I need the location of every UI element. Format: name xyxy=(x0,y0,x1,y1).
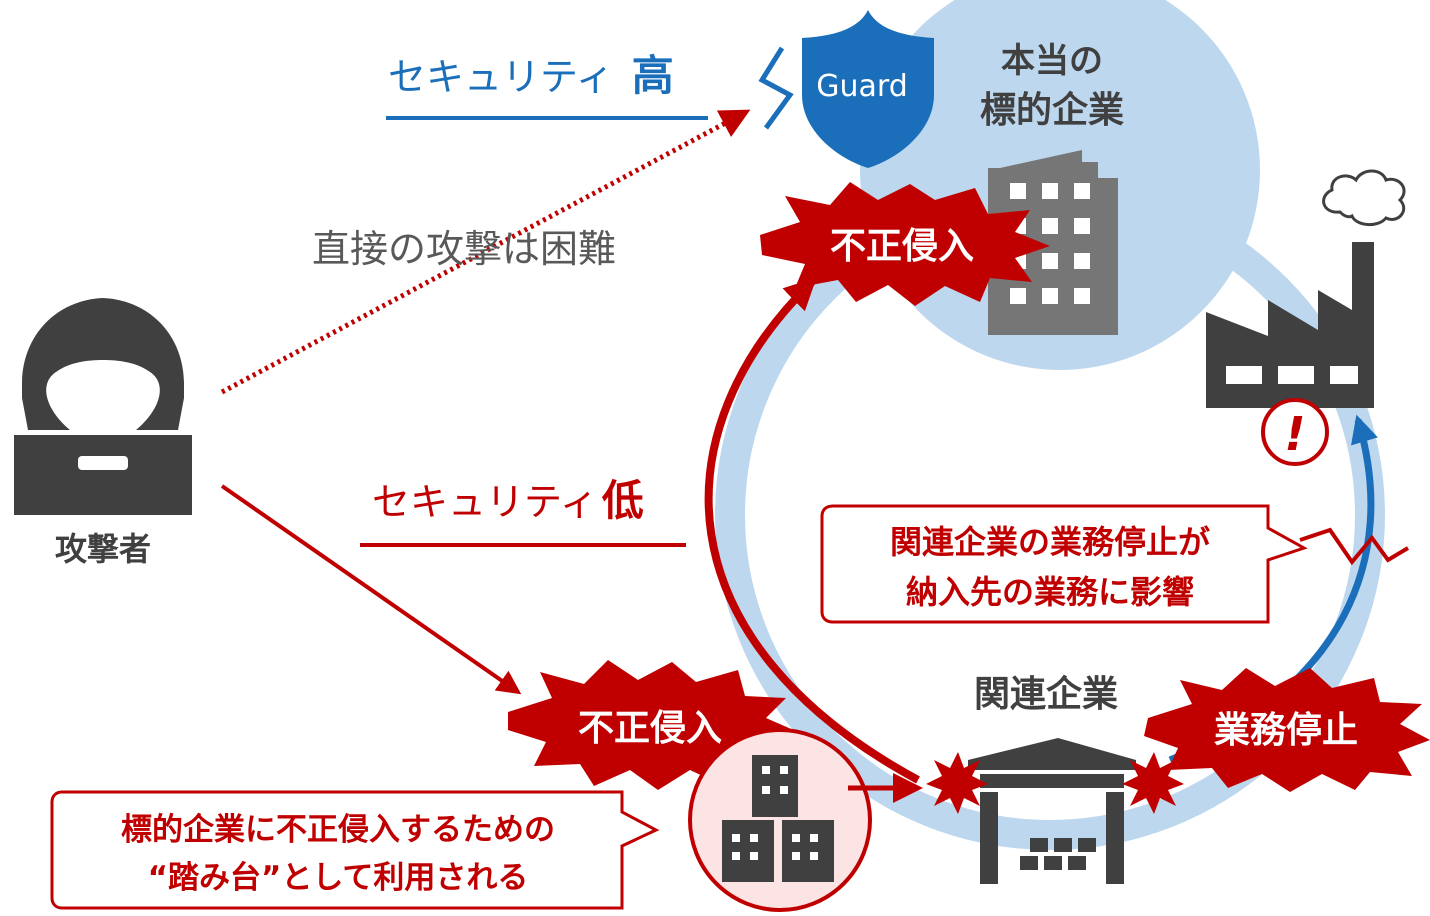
attacker-label: 攻撃者 xyxy=(55,530,151,568)
intrusion-label-top: 不正侵入 xyxy=(830,226,974,267)
lightning-bolt-icon xyxy=(1299,527,1410,566)
office-building-icon xyxy=(988,150,1118,335)
target-company-label-line2: 標的企業 xyxy=(980,89,1124,131)
burst-icon xyxy=(760,182,1050,306)
related-company-label: 関連企業 xyxy=(974,673,1118,715)
cloud-smoke-icon xyxy=(1322,169,1406,226)
stepping-stone-callout-line2: “踏み台”として利用される xyxy=(148,860,529,896)
intrusion-burst-top: 不正侵入 xyxy=(760,182,1050,306)
impact-callout: 関連企業の業務停止が 納入先の業務に影響 xyxy=(820,504,1308,624)
target-company-label-line1: 本当の xyxy=(1001,41,1103,81)
intrusion-path-arrow xyxy=(704,277,920,784)
intrusion-label-bottom: 不正侵入 xyxy=(578,708,722,749)
hooded-attacker-icon xyxy=(14,298,192,515)
guard-label: Guard xyxy=(816,69,908,104)
stepping-stone-callout-line1: 標的企業に不正侵入するための xyxy=(121,812,555,848)
business-stop-label: 業務停止 xyxy=(1214,710,1358,751)
direct-attack-arrow xyxy=(220,109,751,395)
security-high-label: セキュリティ高 xyxy=(388,51,674,100)
business-stop-burst: 業務停止 xyxy=(1144,668,1430,792)
alert-icon: ! xyxy=(1261,398,1329,466)
burst-icon xyxy=(1144,668,1430,792)
security-high: セキュリティ高 xyxy=(386,51,708,120)
warehouse-icon xyxy=(968,738,1136,884)
small-buildings-icon xyxy=(688,728,872,912)
shield-icon: Guard xyxy=(802,10,934,168)
factory-icon xyxy=(1206,242,1374,408)
stepping-stone-callout: 標的企業に不正侵入するための “踏み台”として利用される xyxy=(50,790,660,910)
security-low-label: セキュリティ低 xyxy=(372,476,644,525)
burst-icon xyxy=(1122,752,1184,814)
security-low: セキュリティ低 xyxy=(360,476,686,547)
svg-text:!: ! xyxy=(1285,407,1306,461)
impact-callout-line2: 納入先の業務に影響 xyxy=(906,573,1194,611)
lightning-bolt-icon xyxy=(758,46,794,130)
attack-arrow-to-related xyxy=(220,484,522,695)
impact-callout-line1: 関連企業の業務停止が xyxy=(890,523,1210,561)
direct-attack-label: 直接の攻撃は困難 xyxy=(312,227,616,271)
burst-icon xyxy=(926,752,988,814)
